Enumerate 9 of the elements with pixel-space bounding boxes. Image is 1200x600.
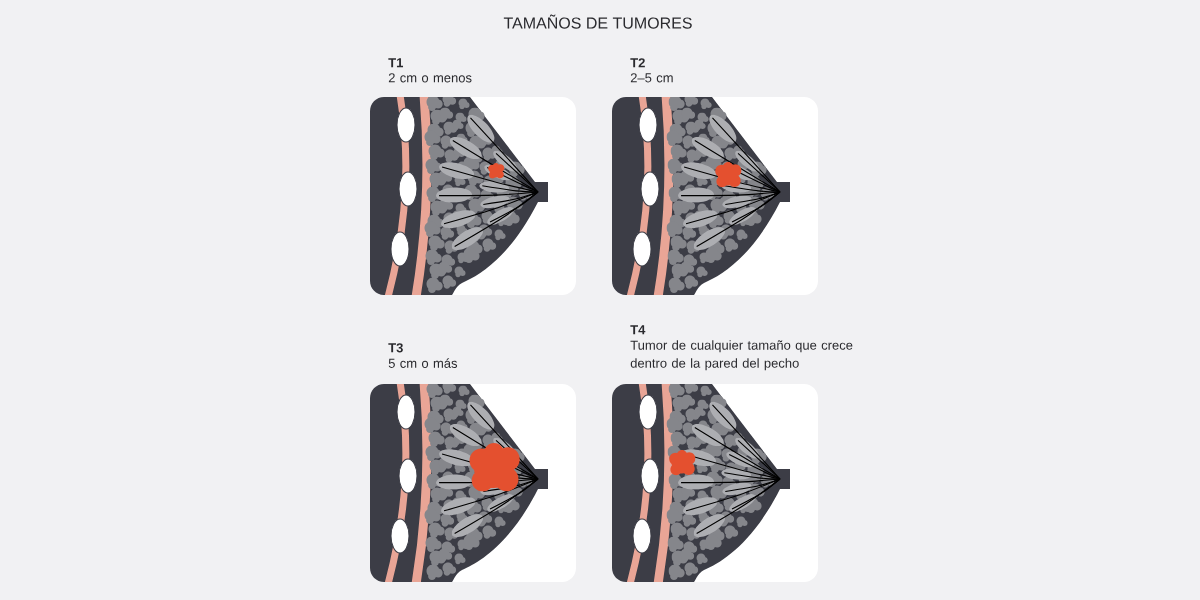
size-description: Tumor de cualquier tamaño que crece dentro de la pared del pecho [630, 340, 853, 371]
title: TAMAÑOS DE TUMORES [503, 14, 692, 29]
stage-label: T2 [630, 58, 645, 68]
stage-label: T1 [388, 58, 403, 68]
stage-label: T4 [630, 325, 646, 335]
size-description: 2–5 cm [630, 73, 673, 83]
size-description: 2 cm o menos [388, 73, 472, 83]
stage-label: T3 [388, 343, 403, 353]
size-description: 5 cm o más [388, 358, 458, 368]
